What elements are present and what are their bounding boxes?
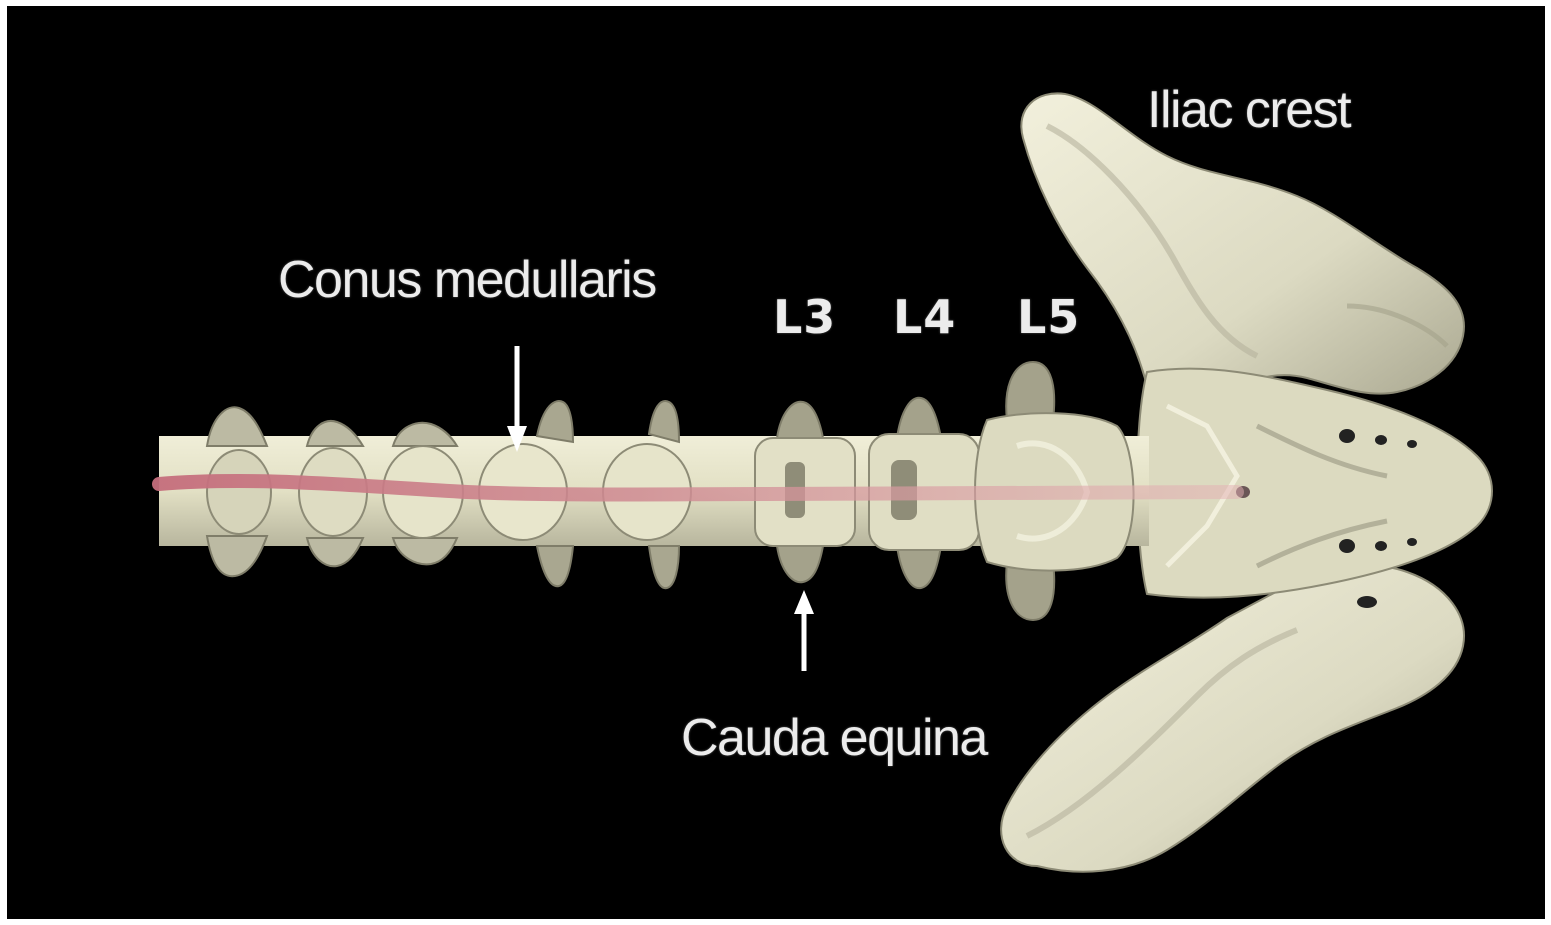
lower-iliac-wing — [1001, 565, 1464, 872]
lumbar-spine-illustration — [7, 6, 1545, 919]
vertebra-label-l4: L4 — [893, 294, 956, 340]
vertebra — [299, 421, 367, 566]
vertebra-label-l5: L5 — [1017, 294, 1080, 340]
vertebra — [207, 407, 271, 576]
upper-iliac-wing — [1021, 93, 1464, 402]
vertebra-label-l3: L3 — [773, 294, 836, 340]
cauda-equina-label: Cauda equina — [681, 712, 987, 764]
iliac-crest-label: Iliac crest — [1147, 84, 1350, 136]
conus-medullaris-label: Conus medullaris — [278, 254, 656, 306]
cauda-equina-arrow — [794, 590, 814, 671]
anatomy-figure: Iliac crest Conus medullaris L3 L4 L5 Ca… — [7, 6, 1545, 919]
